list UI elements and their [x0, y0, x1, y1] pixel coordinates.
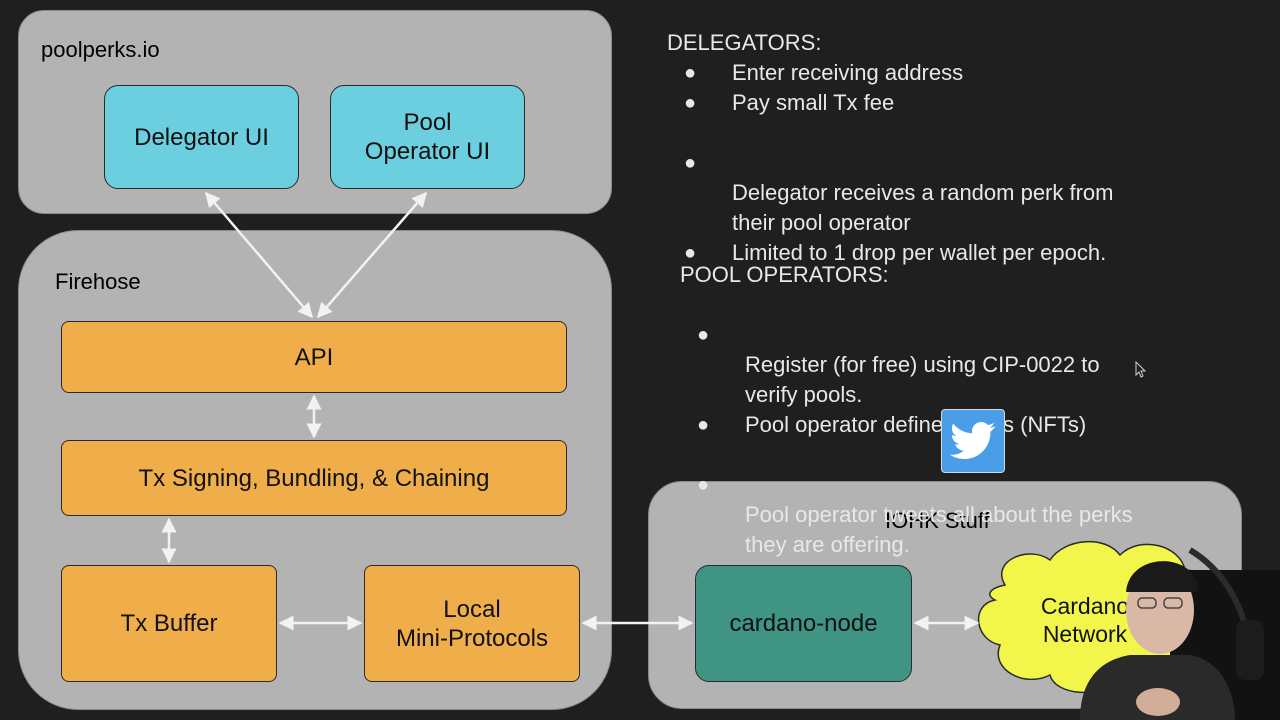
delegators-item-3: Delegator receives a random perk from th… [732, 180, 1114, 235]
tx-signing-box: Tx Signing, Bundling, & Chaining [61, 440, 567, 516]
cardano-network-label-wrap: Cardano Network [1000, 585, 1170, 655]
cardano-node-label: cardano-node [729, 610, 878, 637]
bullet-icon: ● [697, 474, 710, 496]
poolperks-title: poolperks.io [41, 37, 160, 62]
api-label: API [294, 343, 334, 371]
bullet-icon: ● [697, 324, 710, 346]
list-item: ● Enter receiving address [667, 58, 1227, 88]
delegator-ui-box: Delegator UI [104, 85, 299, 189]
api-box: API [61, 321, 567, 393]
list-item: ● Pay small Tx fee [667, 88, 1227, 118]
list-item: ● Pool operator tweets all about the per… [680, 440, 1240, 560]
list-item: ● Limited to 1 drop per wallet per epoch… [667, 238, 1227, 268]
iohk-title: IOHK Stuff [885, 508, 990, 533]
list-item: ● Register (for free) using CIP-0022 to … [680, 290, 1240, 410]
delegators-notes: DELEGATORS: ● Enter receiving address ● … [667, 28, 1227, 268]
pool-operators-heading: POOL OPERATORS: [680, 262, 889, 287]
delegators-item-2: Pay small Tx fee [732, 90, 895, 115]
tx-buffer-box: Tx Buffer [61, 565, 277, 682]
tx-buffer-label: Tx Buffer [120, 610, 218, 637]
delegator-ui-label: Delegator UI [134, 123, 269, 151]
pool-operators-item-3: Pool operator tweets all about the perks… [745, 502, 1133, 557]
delegators-heading: DELEGATORS: [667, 30, 822, 55]
mouse-cursor-icon [1135, 361, 1147, 378]
pool-operator-ui-box: Pool Operator UI [330, 85, 525, 189]
delegators-item-1: Enter receiving address [732, 60, 964, 85]
bullet-icon: ● [684, 152, 697, 174]
cardano-network-label: Cardano Network [1040, 593, 1130, 647]
bullet-icon: ● [684, 92, 697, 114]
delegators-list: ● Enter receiving address ● Pay small Tx… [667, 58, 1227, 268]
pool-operator-ui-label: Pool Operator UI [364, 109, 491, 165]
delegators-item-4: Limited to 1 drop per wallet per epoch. [732, 240, 1107, 265]
list-item: ● Delegator receives a random perk from … [667, 118, 1227, 238]
bullet-icon: ● [684, 242, 697, 264]
firehose-title: Firehose [55, 269, 141, 294]
bullet-icon: ● [684, 62, 697, 84]
arrow-pooloperator-api [317, 191, 427, 319]
pool-operators-notes: POOL OPERATORS: ● Register (for free) us… [680, 260, 1240, 560]
webcam-overlay [1080, 547, 1280, 720]
tx-signing-label: Tx Signing, Bundling, & Chaining [138, 464, 490, 492]
cardano-node-box: cardano-node [695, 565, 912, 682]
pool-operators-item-1: Register (for free) using CIP-0022 to ve… [745, 352, 1100, 407]
arrow-delegator-api [205, 191, 313, 319]
list-item: ● Pool operator defines perks (NFTs) [680, 410, 1240, 440]
local-mini-protocols-box: Local Mini-Protocols [364, 565, 580, 682]
twitter-bird-icon [941, 409, 1005, 473]
pool-operators-item-2: Pool operator defines perks (NFTs) [745, 412, 1087, 437]
bullet-icon: ● [697, 414, 710, 436]
pool-operators-list: ● Register (for free) using CIP-0022 to … [680, 290, 1240, 560]
local-mini-protocols-label: Local Mini-Protocols [395, 595, 549, 652]
